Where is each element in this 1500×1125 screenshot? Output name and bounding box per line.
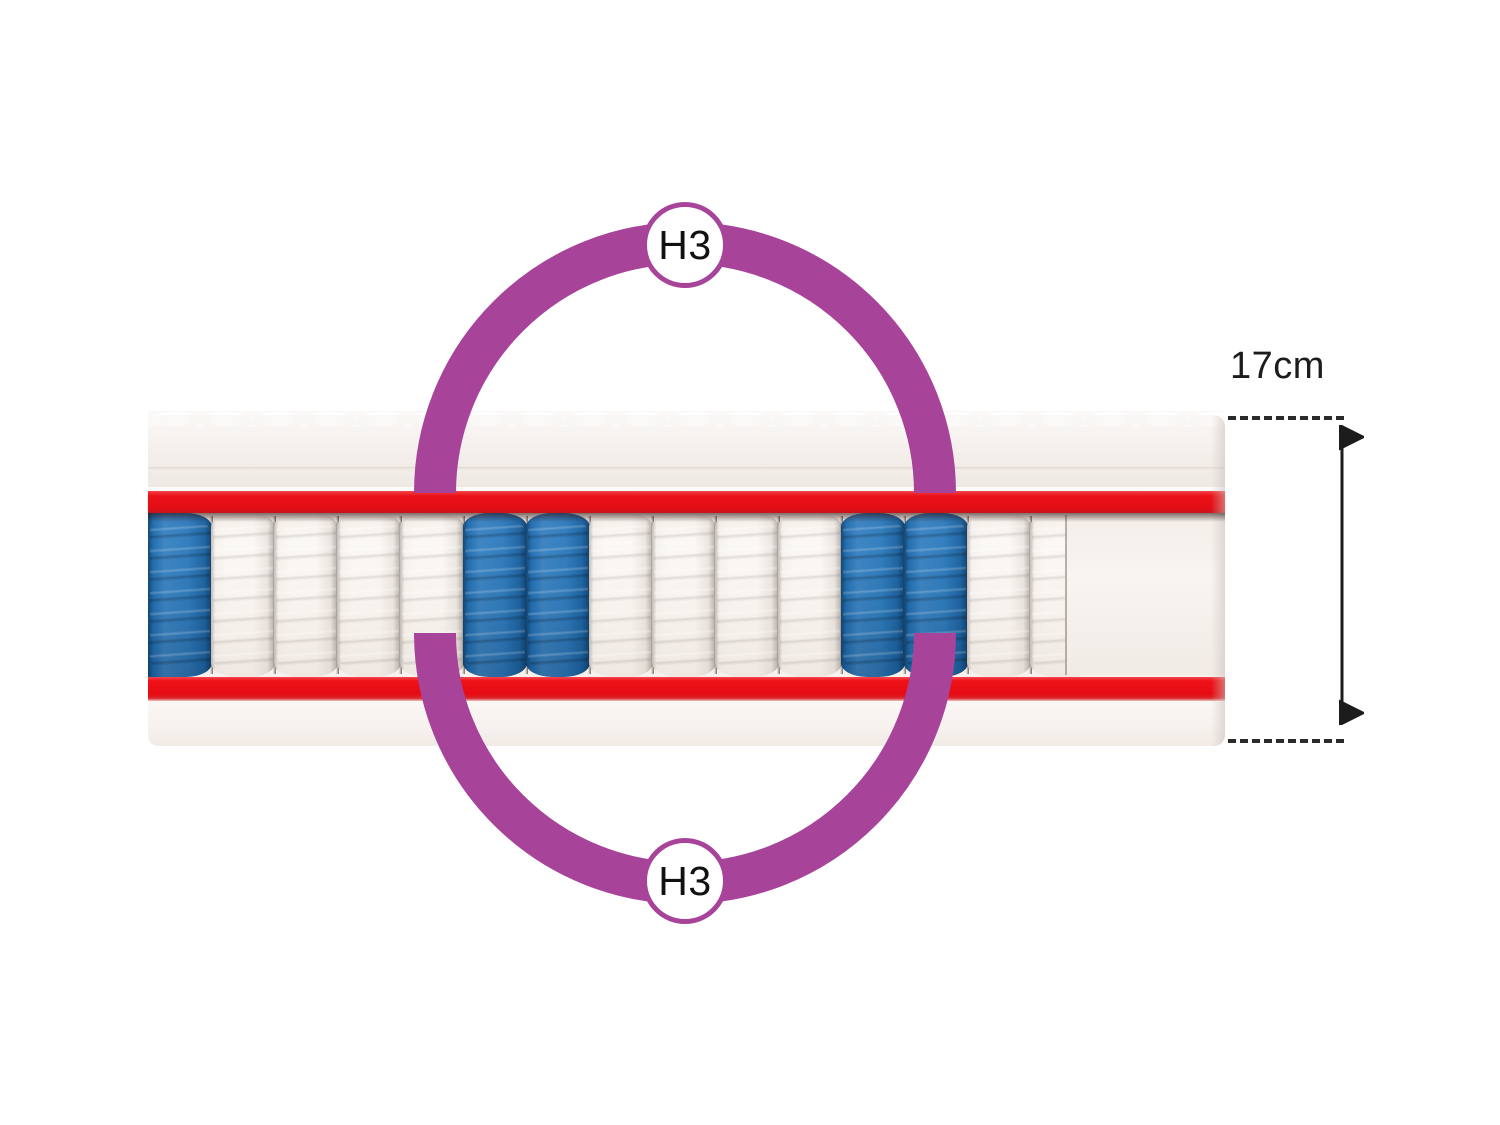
- red-border-band-bottom: [148, 677, 1225, 701]
- pocket-spring: [967, 513, 1032, 677]
- pocket-spring: [274, 513, 339, 677]
- firmness-badge-top-label: H3: [658, 221, 712, 268]
- pocket-spring: [778, 513, 843, 677]
- pocket-spring: [589, 513, 654, 677]
- dimension-guide-line-top: [1228, 416, 1344, 420]
- pocket-spring: [841, 513, 906, 677]
- pocket-spring: [211, 513, 276, 677]
- red-border-band-top: [148, 491, 1225, 513]
- base-foam-layer: [148, 701, 1225, 746]
- firmness-badge-bottom: H3: [642, 838, 728, 924]
- edge-support-foam: [1065, 515, 1225, 675]
- pocket-spring: [148, 513, 213, 677]
- spring-chamber-shadow: [148, 513, 1225, 522]
- quilt-wave-texture: [148, 411, 1225, 427]
- mattress-cross-section: [148, 411, 1225, 746]
- pocket-spring: [400, 513, 465, 677]
- pocket-spring: [652, 513, 717, 677]
- dimension-arrow: [1339, 425, 1364, 725]
- pocket-spring: [715, 513, 780, 677]
- pocket-spring: [337, 513, 402, 677]
- pocket-spring: [904, 513, 969, 677]
- firmness-badge-top: H3: [642, 202, 728, 288]
- quilt-seam-line: [148, 467, 1225, 470]
- pocket-spring-row: [148, 513, 1095, 677]
- quilted-top-cover-layer: [148, 411, 1225, 487]
- pocket-spring-core: [148, 513, 1225, 677]
- height-dimension-label: 17cm: [1230, 345, 1325, 387]
- pocket-spring: [463, 513, 528, 677]
- dimension-guide-line-bottom: [1228, 739, 1344, 743]
- firmness-badge-bottom-label: H3: [658, 857, 712, 904]
- pocket-spring: [526, 513, 591, 677]
